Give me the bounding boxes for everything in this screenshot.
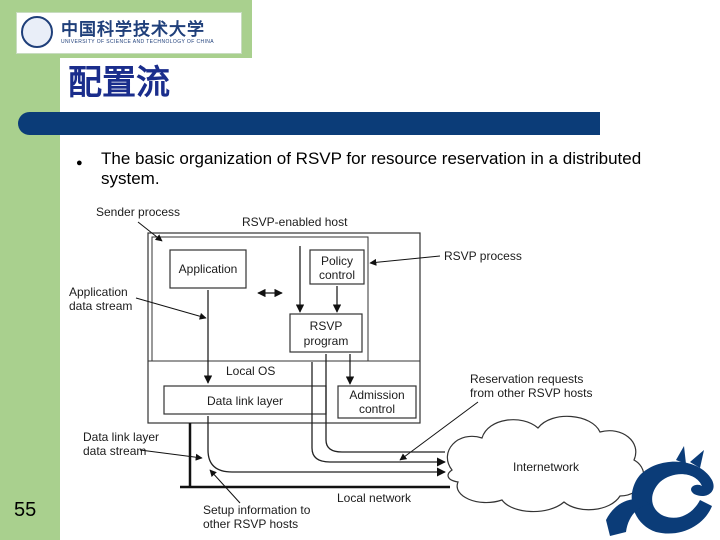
logo-panel: 中国科学技术大学 UNIVERSITY OF SCIENCE AND TECHN… <box>0 0 252 58</box>
data-link-layer-box <box>163 385 327 415</box>
slide-title: 配置流 <box>68 63 170 103</box>
reservation-requests-label-1: Reservation requests <box>470 372 583 386</box>
setup-information-label-1: Setup information to <box>203 503 311 517</box>
policy-control-box <box>309 249 365 285</box>
admission-control-label-2: control <box>359 402 395 416</box>
sender-process-pointer <box>137 221 163 242</box>
rsvp-process-pointer <box>369 255 441 266</box>
page-number: 55 <box>14 499 37 521</box>
rsvp-program-box <box>289 313 363 353</box>
sender-process-label: Sender process <box>96 205 180 219</box>
policy-control-label-1: Policy <box>321 254 353 268</box>
admission-control-label-1: Admission <box>349 388 404 402</box>
logo-subtitle: UNIVERSITY OF SCIENCE AND TECHNOLOGY OF … <box>61 39 215 45</box>
title-underline-bar <box>18 112 600 135</box>
data-link-stream-pointer <box>139 449 203 461</box>
bullet-text: The basic organization of RSVP for resou… <box>101 149 642 188</box>
data-flow-curve-1 <box>207 416 446 477</box>
setup-information-pointer <box>209 469 241 504</box>
application-data-stream-label-1: Application <box>69 285 128 299</box>
application-box <box>169 249 247 289</box>
bullet-icon: ● <box>76 157 83 169</box>
application-label: Application <box>179 262 238 276</box>
reservation-requests-pointer <box>399 401 479 461</box>
rsvp-program-label-1: RSVP <box>310 319 343 333</box>
dragon-watermark-icon <box>606 446 714 536</box>
university-logo: 中国科学技术大学 UNIVERSITY OF SCIENCE AND TECHN… <box>16 12 242 54</box>
rsvp-process-label: RSVP process <box>444 249 522 263</box>
application-data-stream-pointer <box>135 297 207 320</box>
admission-control-box <box>337 385 417 419</box>
slide-sidebar <box>0 0 60 540</box>
data-link-stream-label-1: Data link layer <box>83 430 159 444</box>
application-data-stream-label-2: data stream <box>69 299 132 313</box>
local-os-label: Local OS <box>226 364 275 378</box>
data-link-stream-label-2: data stream <box>83 444 146 458</box>
reservation-requests-label-2: from other RSVP hosts <box>470 386 593 400</box>
policy-control-label-2: control <box>319 268 355 282</box>
rsvp-enabled-host-label: RSVP-enabled host <box>242 215 348 229</box>
rsvp-program-label-2: program <box>304 334 349 348</box>
local-network-label: Local network <box>337 491 412 505</box>
data-flow-curve-2 <box>311 362 446 467</box>
logo-title: 中国科学技术大学 <box>61 20 205 40</box>
university-seal-icon <box>21 16 53 48</box>
setup-information-label-2: other RSVP hosts <box>203 517 298 531</box>
internetwork-label: Internetwork <box>513 460 580 474</box>
data-flow-curve-3 <box>325 354 445 453</box>
data-link-layer-label: Data link layer <box>207 394 283 408</box>
